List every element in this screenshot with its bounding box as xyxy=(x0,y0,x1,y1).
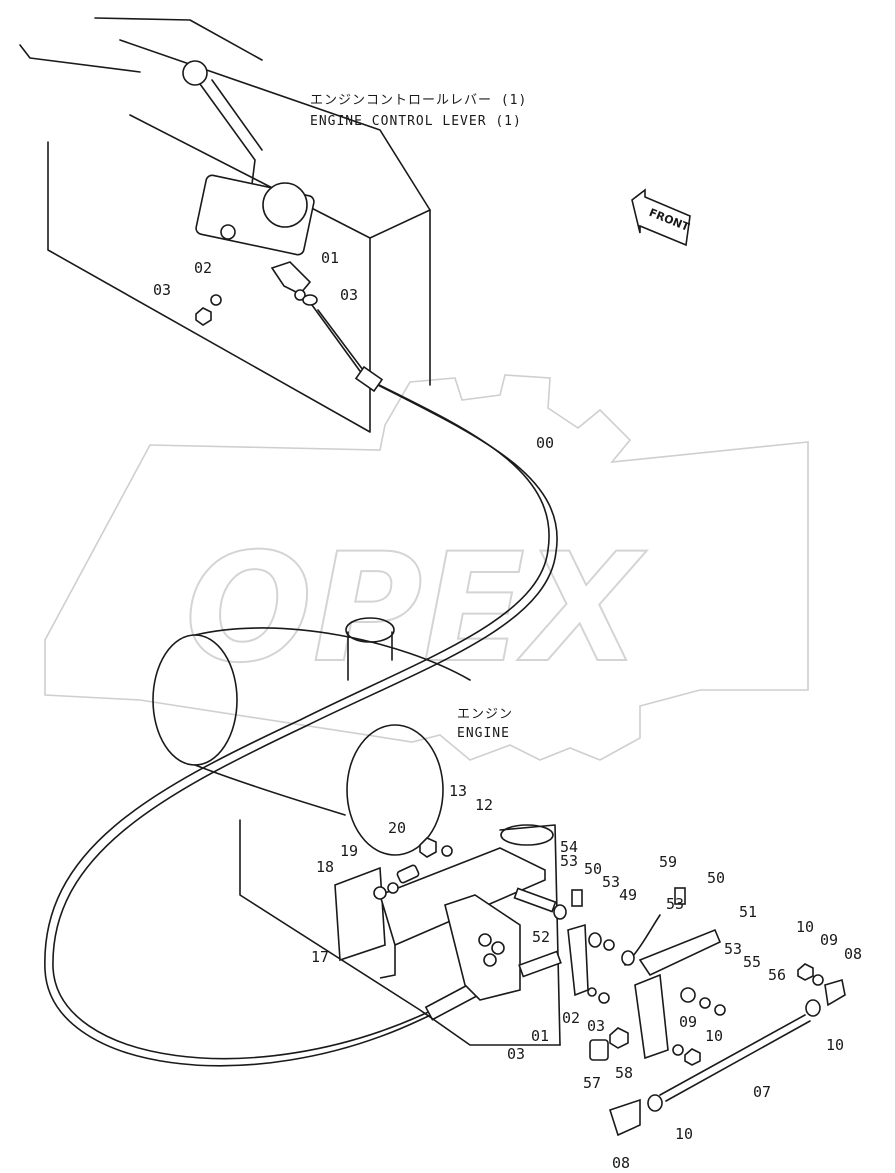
lever-51 xyxy=(638,928,722,977)
nipple-50b xyxy=(674,887,686,905)
callout-02: 02 xyxy=(562,1009,580,1027)
nut-10c xyxy=(684,1048,701,1066)
callout-54: 54 xyxy=(560,838,578,856)
callout-09: 09 xyxy=(679,1013,697,1031)
callout-13: 13 xyxy=(449,782,467,800)
callout-20: 20 xyxy=(388,819,406,837)
front-arrow: FRONT xyxy=(631,188,692,247)
callout-17: 17 xyxy=(311,948,329,966)
callout-08: 08 xyxy=(612,1154,630,1172)
washer-icon xyxy=(441,845,453,857)
callout-50: 50 xyxy=(707,869,725,887)
callout-10: 10 xyxy=(705,1027,723,1045)
bracket-plate xyxy=(444,894,521,1001)
callout-10: 10 xyxy=(675,1125,693,1143)
callout-00: 00 xyxy=(536,434,554,452)
nut-58 xyxy=(609,1027,629,1049)
callout-58: 58 xyxy=(615,1064,633,1082)
front-arrow-icon xyxy=(631,188,691,247)
nut-10b xyxy=(647,1094,663,1112)
callout-03: 03 xyxy=(507,1045,525,1063)
callout-50: 50 xyxy=(584,860,602,878)
bracket-lever xyxy=(634,973,669,1060)
lever-title-jp: エンジンコントロールレバー (1) xyxy=(310,93,527,108)
washer-icon xyxy=(294,289,306,301)
callout-03: 03 xyxy=(587,1017,605,1035)
rod-assembly xyxy=(589,963,846,1137)
lever-knob-icon xyxy=(182,60,208,86)
bracket-17 xyxy=(334,866,386,962)
callout-55: 55 xyxy=(743,953,761,971)
bolt-icon xyxy=(396,864,420,884)
ball-joint-08b xyxy=(608,1098,641,1137)
washer-icon xyxy=(210,294,222,306)
joint-01 xyxy=(518,950,562,978)
callout-02: 02 xyxy=(194,259,212,277)
watermark-text: OPEX xyxy=(185,522,647,696)
engine-title-en: ENGINE xyxy=(457,726,510,741)
clip-56 xyxy=(714,1004,726,1016)
callout-59: 59 xyxy=(659,853,677,871)
nut-icon xyxy=(797,963,814,981)
nut-icon xyxy=(598,992,610,1004)
callout-49: 49 xyxy=(619,886,637,904)
callout-03: 03 xyxy=(340,286,358,304)
lever-hardware xyxy=(195,289,318,326)
callout-53: 53 xyxy=(560,852,578,870)
callout-01: 01 xyxy=(531,1027,549,1045)
engine-title-jp: エンジン xyxy=(457,707,513,722)
engine-control-lever xyxy=(182,60,315,295)
callout-10: 10 xyxy=(796,918,814,936)
callout-56: 56 xyxy=(768,966,786,984)
stud-54 xyxy=(513,887,557,913)
hardware-left xyxy=(373,837,453,900)
nut-icon xyxy=(302,294,318,306)
engine-body xyxy=(152,617,561,1046)
nut-10 xyxy=(805,999,821,1017)
washer-icon xyxy=(812,974,824,986)
bolt-57 xyxy=(589,1039,609,1061)
link-52 xyxy=(567,923,589,997)
callout-53: 53 xyxy=(666,895,684,913)
lever-title-en: ENGINE CONTROL LEVER (1) xyxy=(310,114,522,129)
callout-53: 53 xyxy=(602,873,620,891)
callout-03: 03 xyxy=(153,281,171,299)
bushing-53 xyxy=(553,904,567,920)
callout-01: 01 xyxy=(321,249,339,267)
callout-57: 57 xyxy=(583,1074,601,1092)
callout-18: 18 xyxy=(316,858,334,876)
washer-icon xyxy=(387,882,399,894)
callout-08: 08 xyxy=(844,945,862,963)
washer-09 xyxy=(672,1044,684,1056)
watermark: OPEX xyxy=(44,374,809,761)
callout-52: 52 xyxy=(532,928,550,946)
callout-19: 19 xyxy=(340,842,358,860)
ball-joint-08 xyxy=(824,978,846,1007)
rod-07 xyxy=(659,1014,806,1096)
callout-10: 10 xyxy=(826,1036,844,1054)
callout-09: 09 xyxy=(820,931,838,949)
callout-51: 51 xyxy=(739,903,757,921)
bracket-assembly xyxy=(334,847,546,1001)
nut-icon xyxy=(195,307,212,326)
callout-07: 07 xyxy=(753,1083,771,1101)
nut-icon xyxy=(419,837,437,858)
washer-icon xyxy=(373,886,387,900)
bushing-53b xyxy=(680,987,696,1003)
nipple-50 xyxy=(571,889,583,907)
linkage-group xyxy=(513,887,726,1060)
washer-icon xyxy=(587,987,597,997)
callout-53: 53 xyxy=(724,940,742,958)
callout-12: 12 xyxy=(475,796,493,814)
washer-55 xyxy=(699,997,711,1009)
